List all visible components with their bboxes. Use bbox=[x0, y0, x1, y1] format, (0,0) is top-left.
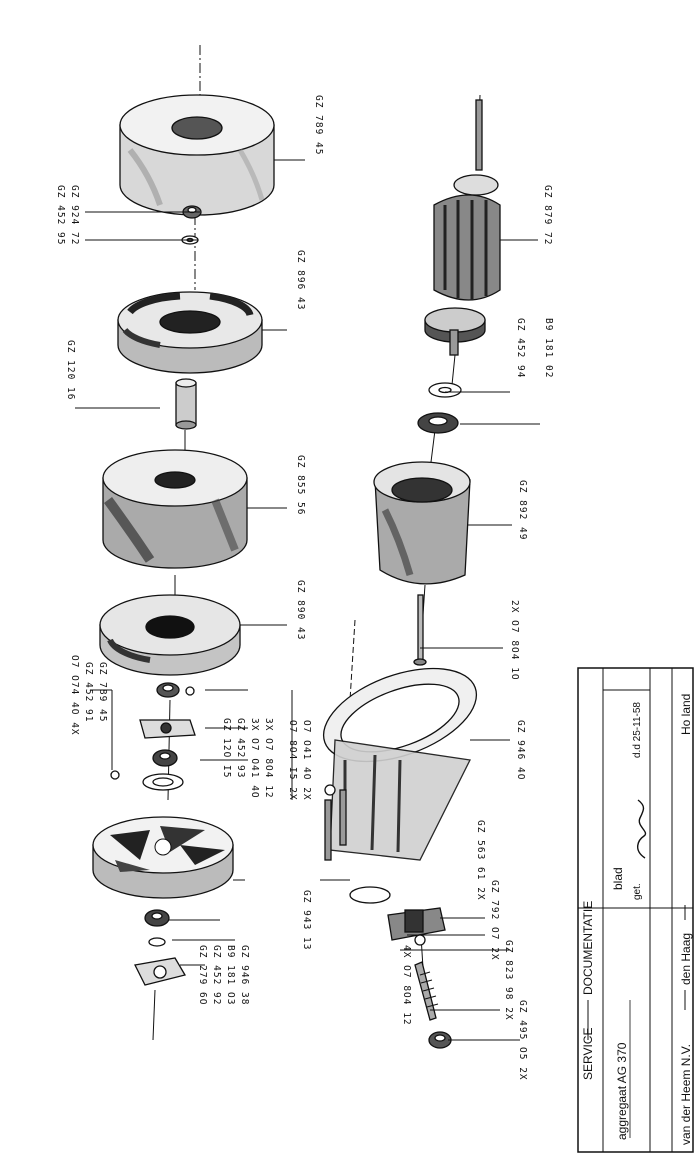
title-get: get. bbox=[632, 883, 643, 900]
label-gz12016: GZ 120 16 bbox=[65, 340, 76, 400]
label-gz87972: GZ 879 72 bbox=[542, 185, 553, 245]
signature bbox=[637, 799, 647, 859]
leader-lines bbox=[75, 159, 540, 1041]
label-b918102: B9 181 02 bbox=[543, 318, 554, 378]
part-brush-holder bbox=[349, 886, 452, 1049]
part-long-bolt bbox=[413, 594, 427, 666]
label-o704140: 3X O7 O41 4O bbox=[249, 718, 260, 799]
title-city: den Haag bbox=[679, 933, 693, 985]
part-labels: GZ 789 45 GZ 452 95 GZ 924 72 GZ 896 43 … bbox=[55, 95, 554, 1081]
part-motor-housing bbox=[322, 667, 478, 861]
label-o704140b: O7 O41 4O 2X bbox=[301, 720, 312, 801]
label-o780412: 3X O7 8O4 12 bbox=[263, 718, 274, 799]
title-country: Ho land bbox=[679, 694, 693, 735]
label-gz89643: GZ 896 43 bbox=[295, 250, 306, 310]
label-gz45294: GZ 452 94 bbox=[515, 318, 526, 378]
part-spacer-sleeve bbox=[175, 378, 197, 430]
part-small-bearings bbox=[110, 682, 196, 791]
label-gz92472: GZ 924 72 bbox=[69, 185, 80, 245]
title-service: SERVICE bbox=[581, 1028, 595, 1080]
label-b918103: B9 181 O3 bbox=[225, 945, 236, 1005]
part-magnet-ring-top bbox=[119, 94, 275, 216]
part-fan-plate-lower bbox=[99, 594, 241, 676]
label-gz27960: GZ 279 6O bbox=[197, 945, 208, 1005]
label-gz94640: GZ 946 4O bbox=[515, 720, 526, 780]
label-gz94638: GZ 946 38 bbox=[239, 945, 250, 1005]
label-gz45293: GZ 452 93 bbox=[235, 718, 246, 778]
label-o707440: O7 O74 4O 4X bbox=[69, 655, 80, 736]
title-company: van der Heem N.V. bbox=[679, 1044, 693, 1145]
label-gz12015: GZ 12O I5 bbox=[221, 718, 232, 778]
part-stator bbox=[102, 449, 248, 569]
label-o780412b: 4X O7 8O4 12 bbox=[401, 945, 412, 1026]
part-fan-cover-upper bbox=[117, 291, 263, 374]
part-armature bbox=[424, 99, 501, 356]
label-gz82398: GZ 823 98 2X bbox=[503, 940, 514, 1021]
label-gz45295: GZ 452 95 bbox=[55, 185, 66, 245]
label-gz89249: GZ 892 49 bbox=[517, 480, 528, 540]
title-date: d.d 25-11-58 bbox=[632, 702, 643, 758]
title-block: SERVICE DOCUMENTATIE aggregaat AG 370 bl… bbox=[577, 667, 694, 1153]
label-gz85556: GZ 855 56 bbox=[295, 455, 306, 515]
label-o780410: 2X O7 8O4 1O bbox=[509, 600, 520, 681]
label-gz56361: GZ 563 61 2X bbox=[475, 820, 486, 901]
label-gz45292: GZ 452 92 bbox=[211, 945, 222, 1005]
part-impeller-housing bbox=[92, 816, 234, 899]
label-gz78945b: GZ 789 45 bbox=[97, 662, 108, 722]
label-o780415: O7 8O4 I5 2X bbox=[287, 720, 298, 801]
label-gz49505: GZ 495 O5 2X bbox=[517, 1000, 528, 1081]
label-gz79207: GZ 792 O7 2X bbox=[489, 880, 500, 961]
part-bearing-lower bbox=[134, 909, 187, 986]
label-gz94313: GZ 943 13 bbox=[301, 890, 312, 950]
part-washer-bearing-right bbox=[417, 382, 462, 434]
label-gz89043: GZ 890 43 bbox=[295, 580, 306, 640]
label-gz45291: GZ 452 91 bbox=[83, 662, 94, 722]
title-product: aggregaat AG 370 bbox=[615, 1042, 629, 1140]
title-blad: blad bbox=[611, 867, 625, 890]
label-gz78945: GZ 789 45 bbox=[313, 95, 324, 155]
title-documentatie: DOCUMENTATIE bbox=[581, 901, 595, 995]
part-end-bracket bbox=[373, 461, 471, 585]
